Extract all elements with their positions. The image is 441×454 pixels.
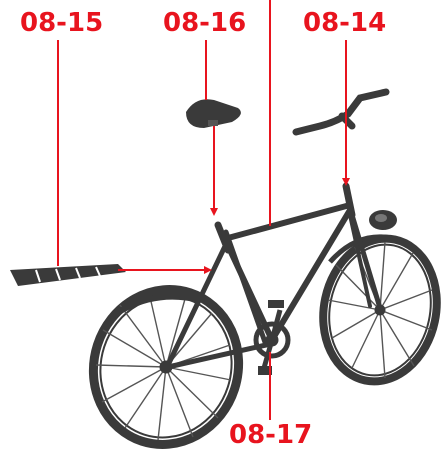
saddle-part [186,99,241,128]
rear-rack-part [10,264,126,286]
callout-label-0817: 08-17 [229,422,312,448]
headlamp [369,210,397,230]
handlebar-part [296,92,386,132]
front-wheel [310,228,441,392]
callout-label-0814: 08-14 [303,10,386,36]
callout-label-0816: 08-16 [163,10,246,36]
callout-label-0815: 08-15 [20,10,103,36]
